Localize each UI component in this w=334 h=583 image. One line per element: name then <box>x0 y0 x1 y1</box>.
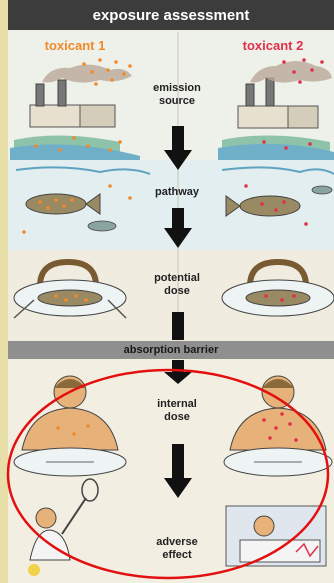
factory-right-illustration <box>218 61 334 160</box>
stage-label-pathway: pathway <box>122 186 232 199</box>
factory-left-illustration <box>10 64 140 160</box>
person-right-internal <box>224 376 332 476</box>
stage-label-potential-dose: potential dose <box>122 272 232 298</box>
stage-label-emission-source: emission source <box>122 82 232 108</box>
plate-left-illustration <box>14 262 126 318</box>
stage-label-adverse-effect: adverse effect <box>122 536 232 562</box>
absorption-barrier: absorption barrier <box>8 341 334 359</box>
fish-right-illustration <box>222 167 334 216</box>
sick-person-in-bed-illustration <box>226 506 326 566</box>
tennis-player-illustration <box>28 479 98 576</box>
plate-right-illustration <box>222 262 334 316</box>
stage-label-internal-dose: internal dose <box>122 398 232 424</box>
